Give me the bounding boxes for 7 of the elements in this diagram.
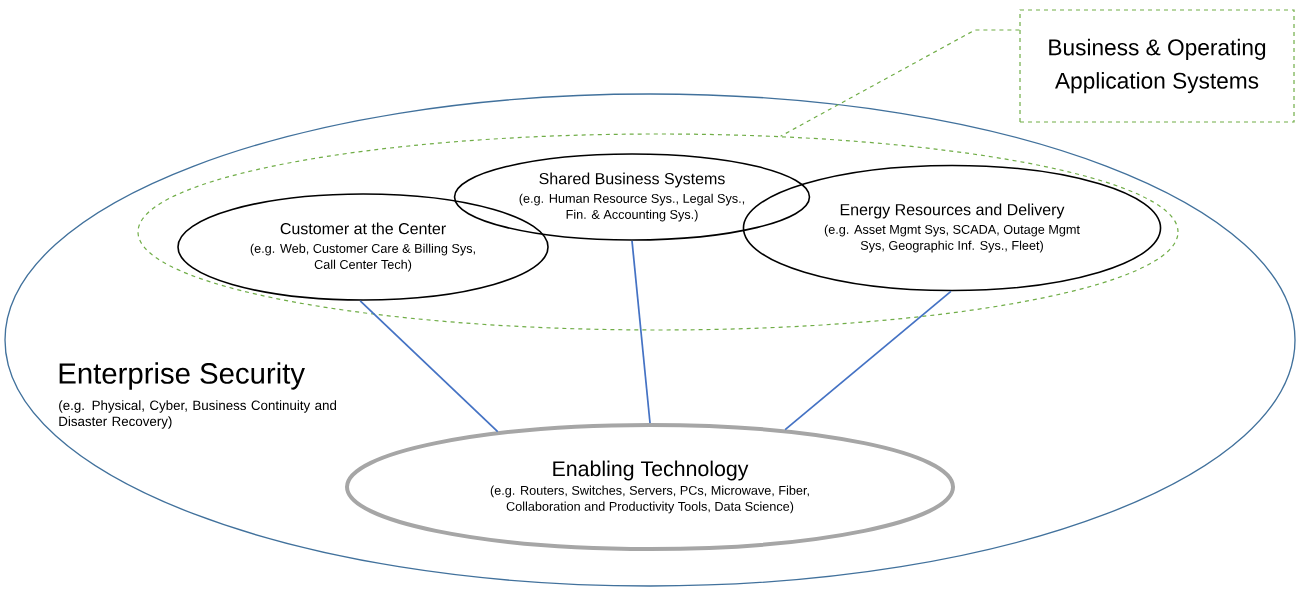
connector-line [784,290,952,431]
heading: Enterprise Security [59,362,305,390]
connector-line [631,239,651,424]
callout-box: Business & Operating Application Systems [1019,9,1295,123]
leader-line [780,29,1020,137]
description: (e.g. Physical, Cyber, Business Continuity and Disaster Recovery) [59,400,337,429]
dashed-ellipse [137,133,1179,331]
